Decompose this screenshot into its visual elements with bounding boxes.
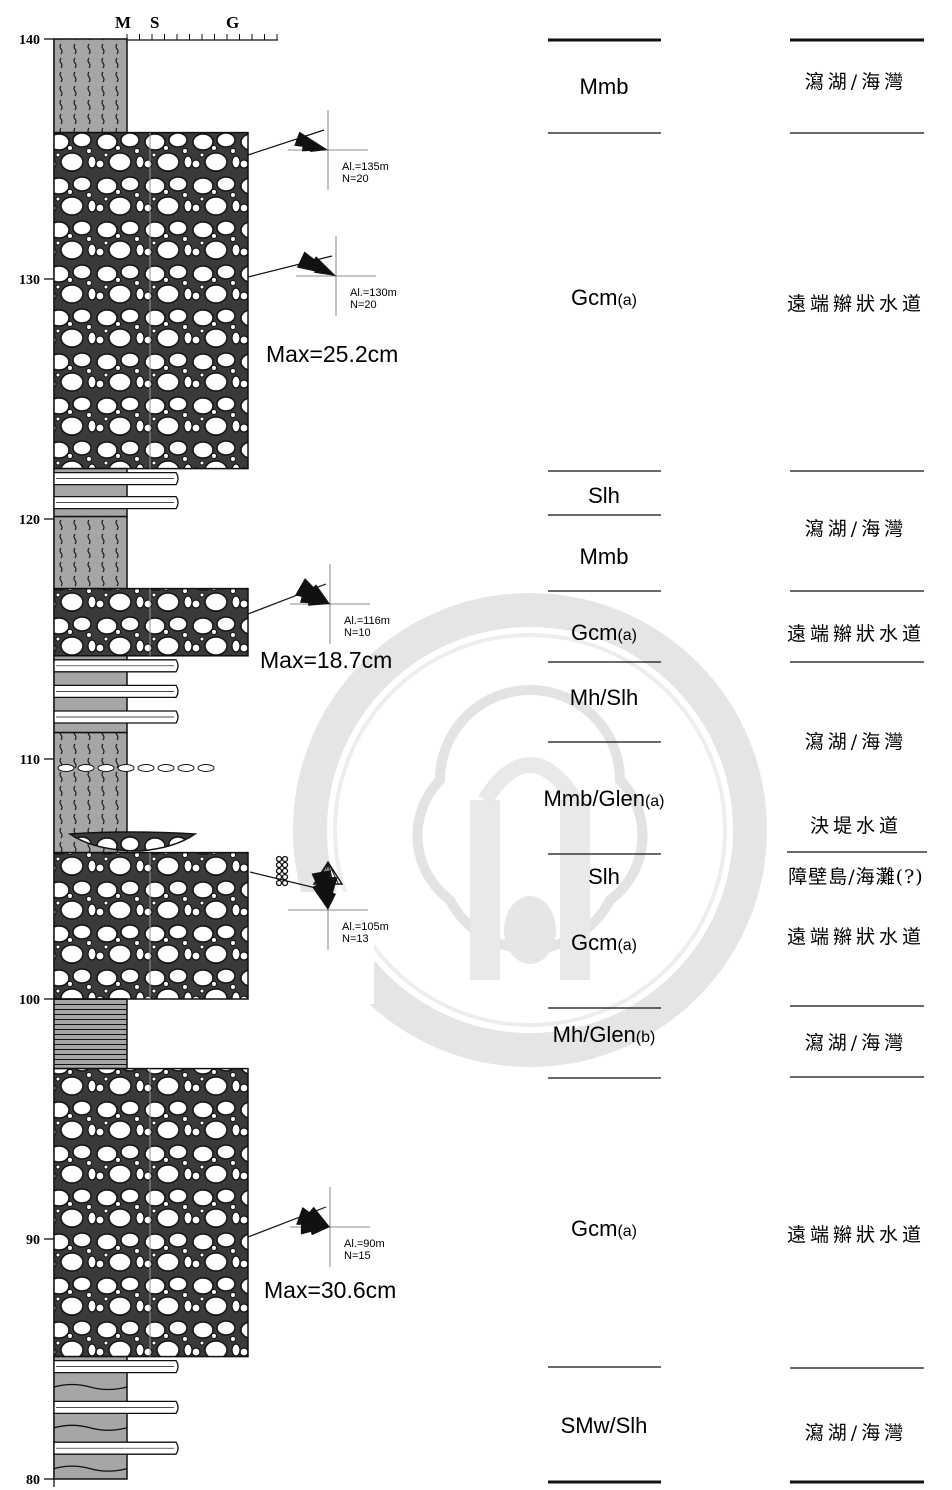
- depth-tick-label: 140: [19, 33, 40, 48]
- rose-count-label: N=13: [342, 933, 369, 945]
- lithology-unit-sandstone-laminated: [54, 656, 178, 733]
- lithology-column: [54, 39, 248, 1479]
- depth-tick-label: 110: [20, 753, 40, 768]
- rose-count-label: N=20: [350, 299, 377, 311]
- rose-altitude-label: Al.=105m: [342, 921, 389, 933]
- rose-count-label: N=10: [344, 627, 371, 639]
- lithology-unit-mudstone-bioturbated: [54, 39, 127, 133]
- depth-tick-label: 120: [19, 513, 40, 528]
- rose-count-label: N=15: [344, 1250, 371, 1262]
- environment-label: 遠端辮狀水道: [787, 293, 925, 315]
- environment-label: 遠端辮狀水道: [787, 623, 925, 645]
- environment-label: 瀉湖/海灣: [805, 1032, 907, 1054]
- environment-label: 決堤水道: [810, 815, 902, 837]
- environment-label: 遠端辮狀水道: [787, 926, 925, 948]
- max-clast-label: Max=30.6cm: [264, 1277, 396, 1303]
- facies-label: Mmb: [580, 74, 629, 99]
- lithology-unit-conglomerate: [54, 1069, 248, 1357]
- max-clast-label: Max=18.7cm: [260, 647, 392, 673]
- depth-tick-label: 80: [26, 1473, 40, 1488]
- grain-scale-label-s: S: [150, 13, 159, 32]
- lithology-unit-sandstone-laminated: [54, 469, 178, 517]
- rose-altitude-label: Al.=130m: [350, 287, 397, 299]
- depth-tick-label: 90: [26, 1233, 40, 1248]
- rose-count-label: N=20: [342, 173, 369, 185]
- facies-label: Mmb/Glen(a): [543, 786, 664, 811]
- facies-label: Gcm(a): [571, 930, 637, 955]
- depth-axis: 140 130 120 110 100 90 80: [19, 33, 54, 1488]
- lithology-unit-conglomerate: [54, 133, 248, 469]
- rose-altitude-label: Al.=90m: [344, 1238, 385, 1250]
- facies-label: Gcm(a): [571, 285, 637, 310]
- facies-label: Mh/Slh: [570, 685, 638, 710]
- environment-label: 瀉湖/海灣: [805, 518, 907, 540]
- rose-altitude-label: Al.=135m: [342, 161, 389, 173]
- depth-tick-label: 100: [19, 993, 40, 1008]
- pebble-stringer: [58, 765, 214, 772]
- depth-tick-label: 130: [19, 273, 40, 288]
- grain-size-scale: M S G: [115, 13, 278, 40]
- grain-scale-label-g: G: [226, 13, 239, 32]
- facies-label: SMw/Slh: [561, 1413, 648, 1438]
- lithology-unit-mudstone-laminated: [54, 999, 127, 1069]
- facies-label: Mmb: [580, 544, 629, 569]
- facies-column: MmbGcm(a)SlhMmbGcm(a)Mh/SlhMmb/Glen(a)Sl…: [543, 40, 664, 1482]
- grain-scale-label-m: M: [115, 13, 131, 32]
- environment-label: 瀉湖/海灣: [805, 71, 907, 93]
- facies-label: Gcm(a): [571, 1216, 637, 1241]
- lithology-unit-mudstone-bioturbated: [54, 517, 127, 589]
- environment-label: 瀉湖/海灣: [805, 1422, 907, 1444]
- environment-label: 瀉湖/海灣: [805, 731, 907, 753]
- rose-altitude-label: Al.=116m: [344, 615, 390, 627]
- environment-label: 遠端辮狀水道: [787, 1224, 925, 1246]
- university-seal-watermark: [310, 610, 750, 1050]
- max-clast-label: Max=25.2cm: [266, 341, 398, 367]
- facies-label: Slh: [588, 864, 620, 889]
- facies-label: Slh: [588, 483, 620, 508]
- environment-column: 瀉湖/海灣遠端辮狀水道瀉湖/海灣遠端辮狀水道瀉湖/海灣決堤水道障壁島/海灘(?)…: [787, 40, 927, 1482]
- lithology-unit-conglomerate: [54, 589, 248, 656]
- lithology-unit-conglomerate: [54, 853, 248, 999]
- lithology-unit-sandstone-wavy: [54, 1357, 178, 1479]
- environment-label: 障壁島/海灘(?): [788, 866, 923, 888]
